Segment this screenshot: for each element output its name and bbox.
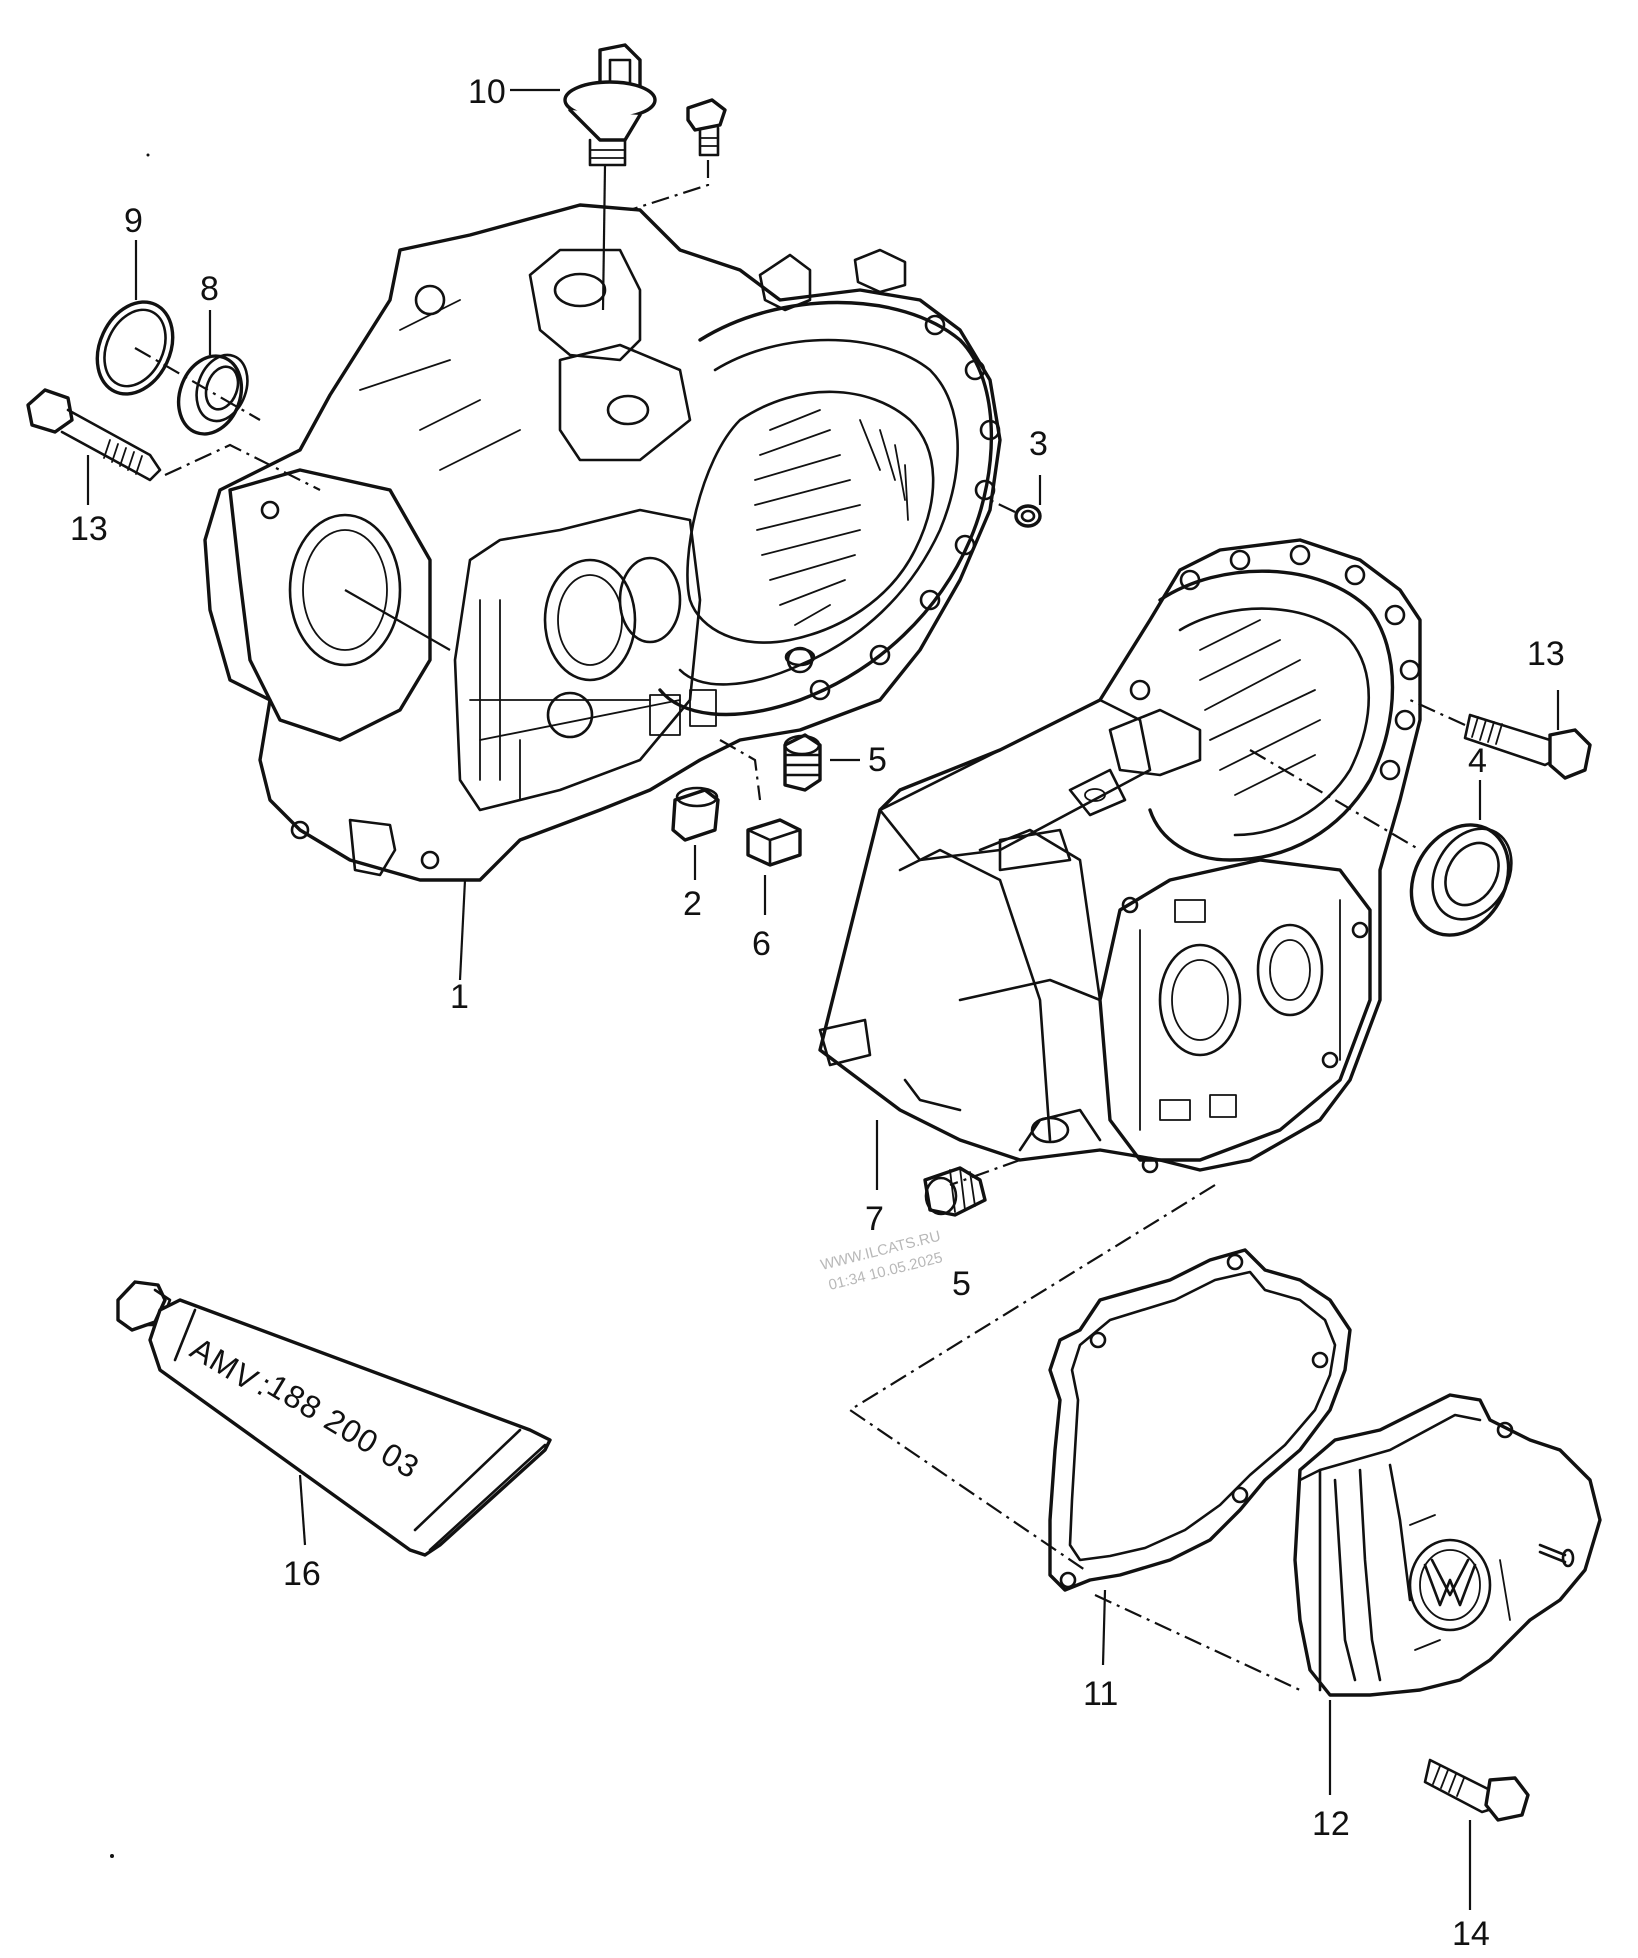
callout-13-right: 13 (1527, 635, 1565, 673)
callout-6: 6 (752, 925, 771, 963)
cover-bolt (1423, 1758, 1530, 1822)
callout-2: 2 (683, 885, 702, 923)
callout-12: 12 (1312, 1805, 1350, 1843)
bolt-right (1409, 698, 1592, 780)
breather-cap (563, 43, 657, 311)
stray-dot-top (146, 153, 150, 157)
clutch-housing (203, 203, 1002, 882)
shaft-seal (134, 347, 261, 436)
callout-5-upper: 5 (868, 741, 887, 779)
callout-4: 4 (1468, 742, 1487, 780)
callouts: 10 9 8 13 3 5 2 6 1 13 4 7 5 16 11 12 14 (70, 73, 1565, 1953)
leader-lines (86, 88, 1560, 1910)
end-cover (1293, 1393, 1602, 1697)
callout-9: 9 (124, 202, 143, 240)
assembly-lines (847, 1158, 1301, 1691)
callout-11: 11 (1083, 1675, 1118, 1713)
stray-dot (110, 1854, 114, 1858)
large-seal (1249, 749, 1513, 937)
callout-5-lower: 5 (952, 1265, 971, 1303)
rubber-pad (719, 739, 802, 867)
dowel-sleeve (989, 499, 1042, 528)
callout-16: 16 (283, 1555, 321, 1593)
spring-lower (923, 1166, 987, 1217)
o-ring (95, 300, 175, 396)
spring-upper (783, 733, 822, 792)
callout-3: 3 (1029, 425, 1048, 463)
callout-13-left: 13 (70, 510, 108, 548)
gearbox-housing (818, 538, 1422, 1174)
callout-1: 1 (450, 978, 469, 1016)
bush (671, 786, 720, 842)
bolt-left (26, 388, 321, 491)
gasket (1048, 1248, 1352, 1592)
callout-8: 8 (200, 270, 219, 308)
sealant-tube: AMV 188 200 03 : (116, 1280, 552, 1557)
callout-7: 7 (865, 1200, 884, 1238)
plug-screw (629, 98, 727, 212)
callout-10: 10 (468, 73, 506, 111)
callout-14: 14 (1452, 1915, 1490, 1953)
